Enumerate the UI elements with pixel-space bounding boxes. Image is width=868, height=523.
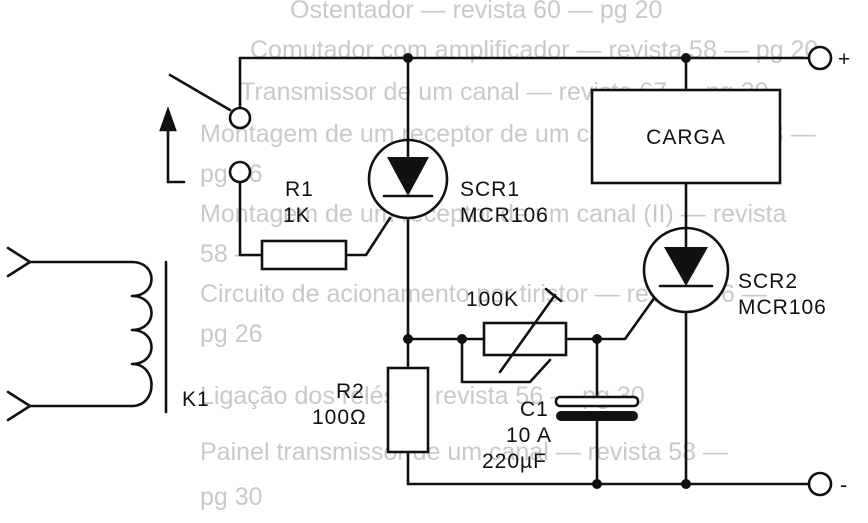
bg-line: Comutador com amplificador — revista 58 … [250, 36, 818, 64]
junction-dot [403, 334, 413, 344]
potentiometer: 100K [466, 287, 568, 374]
k1-label: K1 [182, 388, 210, 411]
junction-dot [457, 334, 467, 344]
capacitor-c1: C1 10 A 220µF [482, 395, 640, 473]
r1-name: R1 [285, 178, 314, 201]
negative-label: - [840, 474, 848, 497]
pot-gate-wire [564, 288, 662, 341]
switch-contact-lower [228, 160, 252, 184]
c1-plate-top [554, 395, 640, 408]
c1-plate-bottom [556, 411, 638, 421]
actuator-arrow-icon [159, 106, 177, 132]
pot-adjust-arrow [498, 293, 557, 374]
scr2: SCR2 MCR106 [642, 226, 827, 319]
load-body [590, 88, 782, 185]
relay-switch [159, 73, 252, 184]
scr1: SCR1 MCR106 [367, 138, 549, 227]
pot-adjust-tick [544, 287, 563, 303]
scr1-diode-icon [387, 157, 429, 196]
switch-r1-wire [238, 180, 264, 257]
bg-line: Painel transmissor de um canal — revista… [200, 438, 728, 466]
resistor-r1: R1 1K [260, 178, 348, 271]
junctions [403, 53, 691, 489]
pot-body [482, 321, 568, 357]
terminal-circle [807, 45, 833, 71]
negative-terminal: - [807, 471, 848, 497]
bg-line: Ostentador — revista 60 — pg 20 [290, 0, 662, 24]
relay-coil-k1: K1 [6, 246, 210, 422]
positive-terminal: + [807, 45, 851, 71]
r1-body [260, 239, 348, 271]
coil-leads [28, 260, 134, 408]
junction-dot [592, 479, 602, 489]
scr2-diode-icon [664, 247, 708, 286]
r2-value: 100Ω [312, 406, 367, 429]
load-box: CARGA [590, 88, 782, 185]
scr2-part: MCR106 [738, 296, 827, 319]
coil-input-lower [6, 390, 32, 422]
junction-dot [681, 53, 691, 63]
coil-winding [130, 260, 153, 408]
scr1-part: MCR106 [460, 204, 549, 227]
r1-value: 1K [283, 204, 311, 227]
positive-label: + [838, 48, 851, 71]
bg-line: pg 26 [200, 320, 263, 348]
pot-value: 100K [466, 288, 519, 311]
switch-contact-upper [228, 106, 252, 130]
c1-value: 220µF [482, 450, 547, 473]
bg-line: pg 30 [200, 483, 263, 511]
pot-wiper-wire [460, 337, 552, 384]
bg-line: Montagem de um receptor de um canal (II)… [200, 200, 786, 228]
c1-current: 10 A [506, 424, 552, 447]
junction-dot [592, 334, 602, 344]
switch-blade [168, 73, 232, 112]
resistor-r2: R2 100Ω [312, 366, 430, 454]
r2-name: R2 [336, 380, 365, 403]
scr2-name: SCR2 [738, 270, 798, 293]
junction-dot [681, 479, 691, 489]
load-label: CARGA [646, 126, 726, 149]
coil-input-upper [6, 246, 32, 278]
junction-dot [403, 53, 413, 63]
c1-name: C1 [520, 398, 549, 421]
scr1-name: SCR1 [460, 178, 520, 201]
terminal-circle [807, 471, 833, 497]
r2-body [386, 366, 430, 454]
r1-gate-wire [344, 216, 392, 257]
